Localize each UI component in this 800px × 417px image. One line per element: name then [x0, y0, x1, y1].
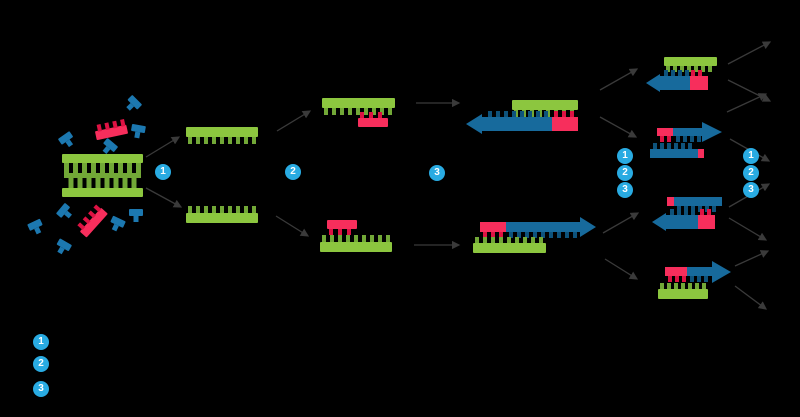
new-strand-teeth	[676, 136, 701, 142]
cycle-repeat-badge-1: 1	[617, 148, 633, 164]
cycle-repeat-badge-2: 2	[617, 165, 633, 181]
dna-teeth-bottom	[68, 173, 137, 188]
new-strand-teeth	[670, 209, 695, 215]
dntp-nucleotide	[131, 124, 146, 139]
dntp-nucleotide	[129, 209, 143, 222]
dntp-nucleotide	[110, 215, 126, 232]
arrow-out-d-down	[734, 285, 768, 310]
arrow-anneal-top	[276, 110, 312, 132]
step-badge-elongation: 3	[429, 165, 445, 181]
cycle-repeat-badge-1: 1	[743, 148, 759, 164]
dntp-nucleotide	[56, 238, 72, 255]
primer-teeth	[700, 209, 711, 215]
strand-teeth	[188, 137, 256, 144]
arrow-cycle2-d	[604, 258, 639, 280]
polymerase-direction-arrowhead	[466, 114, 482, 134]
dna-teeth-top	[64, 163, 141, 178]
arrow-cycle2-a	[599, 68, 639, 91]
new-strand-teeth	[488, 111, 548, 117]
arrow-denature-bottom	[145, 187, 183, 208]
strand-teeth	[188, 206, 256, 213]
legend-badge-1: 1	[33, 334, 49, 350]
step-badge-annealing: 2	[285, 164, 301, 180]
primer-teeth	[329, 229, 351, 235]
dntp-nucleotide	[27, 218, 43, 235]
strand-teeth	[475, 237, 543, 243]
elongation-bottom-complex	[473, 217, 596, 253]
legend-badge-2: 2	[33, 356, 49, 372]
cycle-repeat-badge-3: 3	[743, 182, 759, 198]
cycle-repeat-badge-2: 2	[743, 165, 759, 181]
product-b	[650, 122, 722, 158]
free-primer	[77, 204, 108, 238]
primer-teeth	[483, 232, 503, 238]
primer-teeth	[360, 112, 382, 118]
dntp-nucleotide	[102, 138, 118, 154]
primer-teeth	[668, 276, 686, 282]
primer-teeth	[660, 136, 671, 142]
primer-teeth	[554, 111, 574, 117]
arrow-out-d-up	[734, 250, 770, 267]
arrow-out-a-up	[727, 41, 772, 65]
arrow-out-b-up	[726, 93, 768, 113]
polymerase-direction-arrowhead	[580, 217, 596, 237]
cycle-repeat-badge-3: 3	[617, 182, 633, 198]
free-primer	[95, 119, 128, 140]
polymerase-direction-arrowhead	[712, 261, 731, 283]
arrow-anneal-bottom	[275, 215, 310, 237]
new-strand-teeth	[509, 232, 577, 238]
legend-badge-3: 3	[33, 381, 49, 397]
strand-teeth	[666, 66, 712, 72]
product-c	[652, 197, 722, 231]
elongation-top-complex	[466, 100, 578, 134]
arrow-cycle2-c	[602, 212, 640, 234]
primer-teeth	[691, 70, 702, 76]
polymerase-direction-arrowhead	[702, 122, 722, 142]
product-d	[658, 261, 731, 299]
template-dna-double-strand	[62, 154, 143, 197]
arrow-denature-top	[145, 136, 181, 158]
primer-teeth	[77, 204, 102, 230]
denatured-strand-top	[186, 127, 258, 144]
arrow-out-a-down	[727, 79, 772, 102]
new-strand-teeth	[664, 70, 689, 76]
dntp-nucleotide	[126, 95, 142, 111]
dntp-nucleotide	[56, 203, 72, 219]
product-a	[646, 57, 717, 92]
strand-teeth	[660, 283, 706, 289]
polymerase-direction-arrowhead	[646, 74, 660, 92]
template-strand-teeth	[653, 143, 692, 149]
strand-teeth	[322, 235, 390, 242]
step-badge-denaturation: 1	[155, 164, 171, 180]
dntp-nucleotide	[58, 131, 74, 148]
annealed-bottom-complex	[320, 220, 392, 252]
denatured-strand-bottom	[186, 206, 258, 223]
arrow-out-c-down	[728, 217, 768, 241]
polymerase-direction-arrowhead	[652, 213, 666, 231]
arrow-cycle2-b	[599, 116, 638, 138]
primer-teeth	[96, 119, 126, 132]
reaction-mix	[27, 95, 146, 255]
new-strand-teeth	[690, 276, 708, 282]
annealed-top-complex	[322, 98, 395, 127]
strand-teeth	[324, 108, 392, 115]
